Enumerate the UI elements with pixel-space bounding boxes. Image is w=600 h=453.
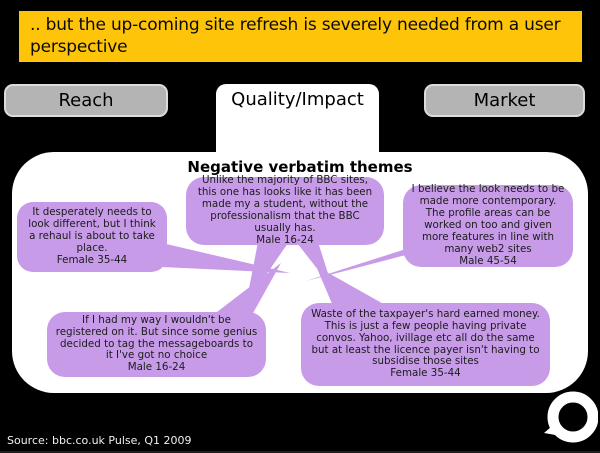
tab-market[interactable]: Market: [424, 84, 585, 117]
tab-quality-impact-label: Quality/Impact: [231, 89, 364, 110]
speech-bubble-ring-icon: [544, 391, 598, 443]
bubble-attribution: Male 16-24: [127, 361, 186, 374]
bubble-attribution: Female 35-44: [56, 253, 128, 266]
source-caption: Source: bbc.co.uk Pulse, Q1 2009: [7, 434, 192, 447]
bubble-quote: If I had my way I wouldn't be registered…: [55, 313, 258, 362]
bubble-quote: I believe the look needs to be made more…: [411, 183, 565, 255]
bubble-quote: It desperately needs to look different, …: [28, 206, 156, 254]
bubble-quote: Waste of the taxpayer's hard earned mone…: [311, 307, 540, 368]
speech-bubble-5: Waste of the taxpayer's hard earned mone…: [301, 303, 550, 386]
speech-bubble-4: If I had my way I wouldn't be registered…: [47, 312, 266, 377]
tab-reach-label: Reach: [58, 90, 114, 111]
bubble-attribution: Male 45-54: [459, 254, 517, 267]
bubble-attribution: Male 16-24: [256, 233, 314, 246]
speech-bubble-3: I believe the look needs to be made more…: [403, 183, 573, 267]
tab-market-label: Market: [473, 90, 536, 111]
speech-bubble-1: It desperately needs to look different, …: [17, 202, 167, 272]
panel-heading: Negative verbatim themes: [187, 158, 413, 176]
slide-title: .. but the up-coming site refresh is sev…: [30, 14, 561, 57]
speech-bubble-2: Unlike the majority of BBC sites, this o…: [186, 174, 384, 246]
bubble-quote: Unlike the majority of BBC sites, this o…: [197, 174, 373, 234]
bubble-attribution: Female 35-44: [390, 367, 461, 380]
slide-title-banner: .. but the up-coming site refresh is sev…: [19, 11, 582, 62]
tab-reach[interactable]: Reach: [4, 84, 168, 117]
tab-quality-impact[interactable]: Quality/Impact: [216, 84, 379, 152]
